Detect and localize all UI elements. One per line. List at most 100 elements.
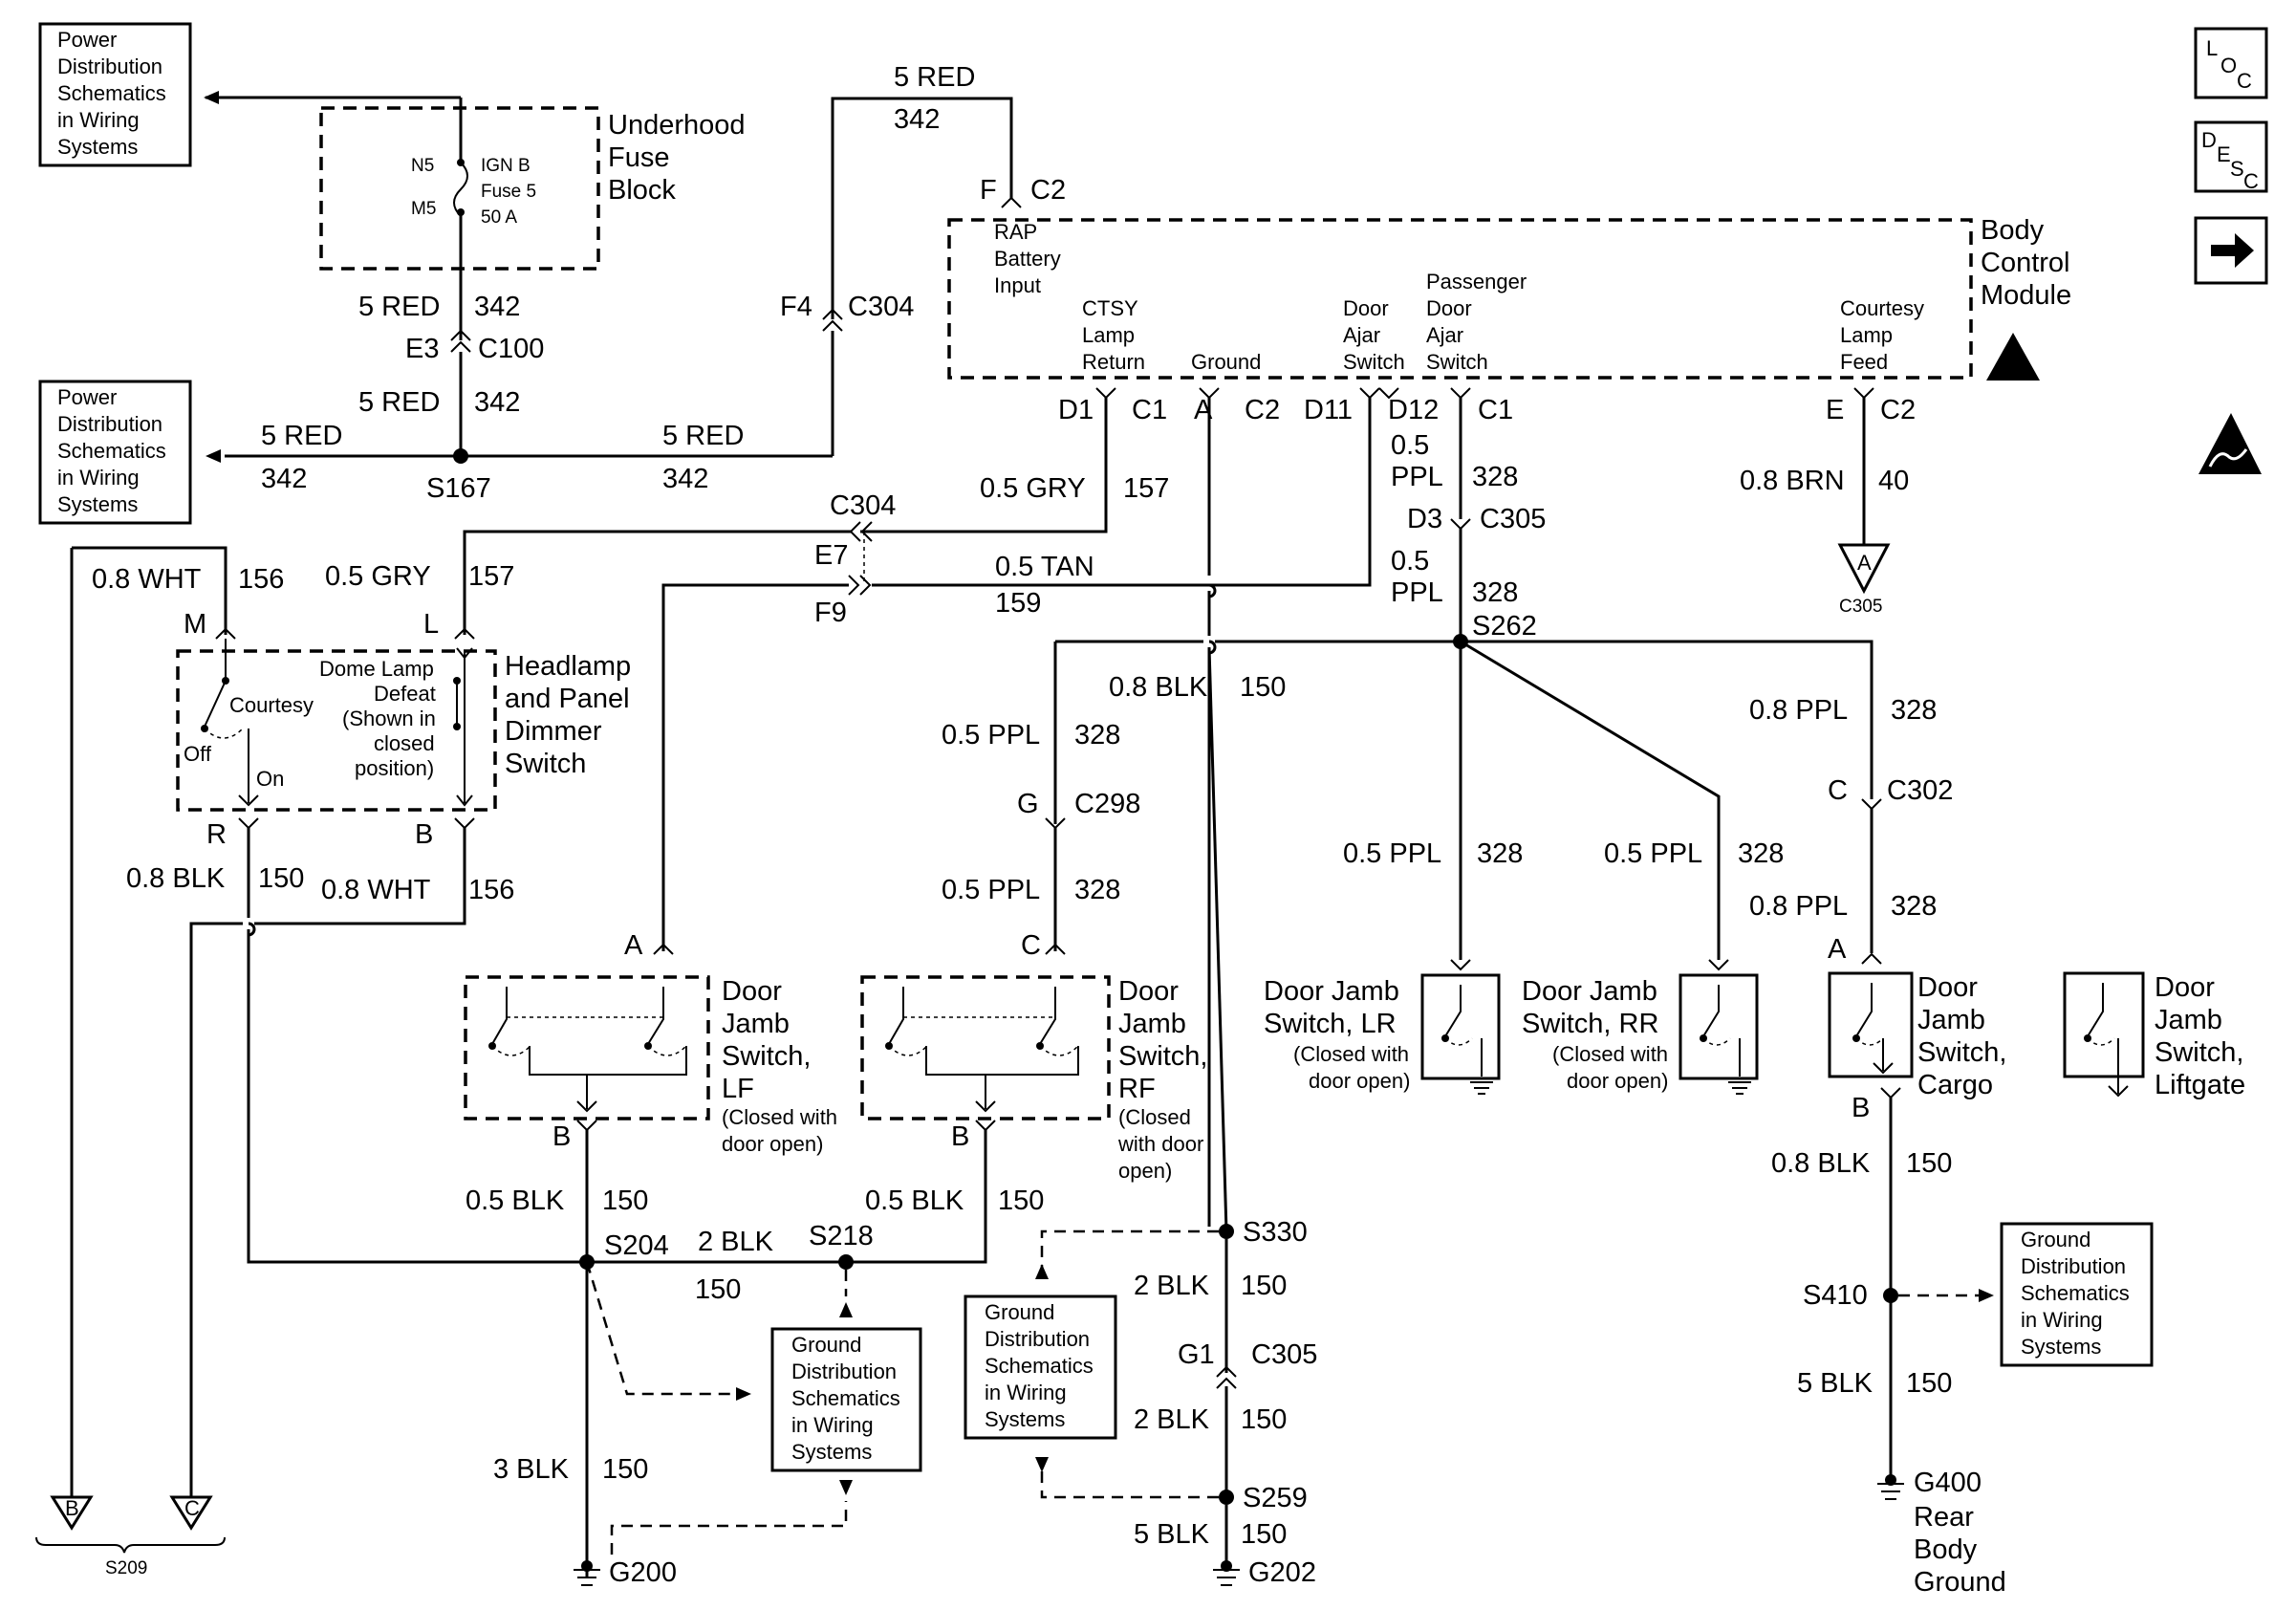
svg-text:328: 328 <box>1472 462 1518 492</box>
svg-text:S259: S259 <box>1243 1483 1308 1513</box>
svg-text:150: 150 <box>1906 1148 1952 1179</box>
svg-text:R: R <box>206 819 227 850</box>
splice-s218 <box>838 1254 854 1270</box>
svg-text:Ground: Ground <box>1914 1567 2006 1598</box>
svg-text:S410: S410 <box>1803 1280 1868 1311</box>
svg-text:in Wiring: in Wiring <box>791 1413 874 1437</box>
connector-b-s209 <box>50 1495 94 1531</box>
ground-dist-ref-left[interactable]: Ground Distribution Schematics in Wiring… <box>770 1327 922 1472</box>
dimmer-title: Headlamp <box>505 651 631 682</box>
svg-text:M5: M5 <box>411 199 436 219</box>
svg-text:150: 150 <box>998 1186 1044 1216</box>
svg-text:328: 328 <box>1472 577 1518 608</box>
ground-dist-ref-right[interactable]: Ground Distribution Schematics in Wiring… <box>2000 1222 2154 1367</box>
fuse-symbol-icon <box>453 162 468 217</box>
svg-text:Systems: Systems <box>2021 1335 2101 1359</box>
svg-text:F: F <box>980 175 997 206</box>
svg-text:Distribution: Distribution <box>791 1360 897 1383</box>
door-jamb-lf-title: Door <box>722 976 782 1007</box>
svg-text:0.5 PPL: 0.5 PPL <box>942 875 1040 905</box>
loc-icon[interactable]: L O C <box>2194 27 2268 99</box>
svg-text:342: 342 <box>474 387 520 418</box>
svg-text:M: M <box>184 609 206 640</box>
door-jamb-rr-title: Door Jamb <box>1522 976 1657 1007</box>
svg-text:(Closed with: (Closed with <box>1293 1042 1409 1066</box>
svg-text:L: L <box>2206 36 2218 60</box>
svg-text:in Wiring: in Wiring <box>57 466 140 490</box>
svg-text:S330: S330 <box>1243 1217 1308 1248</box>
svg-text:Schematics: Schematics <box>985 1354 1094 1378</box>
bcm-outline <box>947 218 1973 380</box>
svg-text:157: 157 <box>1123 473 1169 504</box>
svg-text:328: 328 <box>1891 695 1937 726</box>
svg-text:Courtesy: Courtesy <box>1840 296 1924 320</box>
svg-text:Lamp: Lamp <box>1082 323 1135 347</box>
svg-text:Battery: Battery <box>994 247 1061 271</box>
power-dist-ref-top[interactable]: Power Distribution Schematics in Wiring … <box>38 22 192 167</box>
svg-text:C304: C304 <box>830 490 896 521</box>
svg-text:0.8 WHT: 0.8 WHT <box>321 875 431 905</box>
splice-s410 <box>1883 1288 1898 1303</box>
svg-text:328: 328 <box>1074 875 1120 905</box>
svg-text:(Closed with: (Closed with <box>1552 1042 1668 1066</box>
svg-text:C: C <box>1021 930 1041 961</box>
next-arrow-icon[interactable] <box>2194 216 2268 285</box>
svg-text:(Closed with: (Closed with <box>722 1105 837 1129</box>
svg-text:0.5: 0.5 <box>1391 546 1429 577</box>
svg-text:LF: LF <box>722 1074 754 1104</box>
connector-c-s209 <box>169 1495 213 1531</box>
esd-warning-icon <box>2199 413 2262 474</box>
svg-text:Switch,: Switch, <box>2155 1037 2243 1068</box>
svg-text:S: S <box>2230 157 2244 181</box>
desc-icon[interactable]: D E S C <box>2194 120 2268 193</box>
connector-a-c305 <box>1837 543 1891 595</box>
svg-text:C: C <box>2237 69 2252 93</box>
svg-text:0.8 BLK: 0.8 BLK <box>126 863 226 894</box>
svg-text:Distribution: Distribution <box>985 1327 1090 1351</box>
svg-text:5 RED: 5 RED <box>662 421 744 451</box>
svg-text:328: 328 <box>1891 891 1937 922</box>
svg-text:156: 156 <box>468 875 514 905</box>
power-dist-ref-mid[interactable]: Power Distribution Schematics in Wiring … <box>38 380 192 525</box>
svg-text:342: 342 <box>662 464 708 494</box>
svg-text:150: 150 <box>1241 1271 1287 1301</box>
svg-text:Switch: Switch <box>505 749 586 779</box>
svg-text:Dimmer: Dimmer <box>505 716 602 747</box>
door-jamb-lr-title: Door Jamb <box>1264 976 1399 1007</box>
svg-text:D11: D11 <box>1304 395 1353 425</box>
svg-text:G1: G1 <box>1178 1339 1215 1370</box>
svg-text:0.5 PPL: 0.5 PPL <box>1343 838 1441 869</box>
svg-text:Schematics: Schematics <box>2021 1281 2130 1305</box>
svg-text:Defeat: Defeat <box>374 682 436 706</box>
ground-dist-ref-center[interactable]: Ground Distribution Schematics in Wiring… <box>964 1295 1117 1440</box>
svg-text:E7: E7 <box>814 540 848 571</box>
svg-text:0.8 PPL: 0.8 PPL <box>1749 891 1848 922</box>
svg-text:Cargo: Cargo <box>1917 1070 1993 1100</box>
svg-text:L: L <box>423 609 439 640</box>
svg-text:D: D <box>2201 128 2217 152</box>
svg-text:open): open) <box>1118 1159 1172 1183</box>
svg-text:S218: S218 <box>809 1221 874 1251</box>
svg-text:C: C <box>184 1496 200 1520</box>
svg-text:G400: G400 <box>1914 1468 1982 1498</box>
svg-text:A: A <box>1828 934 1847 965</box>
svg-text:Distribution: Distribution <box>2021 1254 2126 1278</box>
svg-text:S262: S262 <box>1472 611 1537 642</box>
svg-text:B: B <box>415 819 433 850</box>
svg-text:Switch: Switch <box>1343 350 1405 374</box>
door-jamb-cargo-title: Door <box>1917 972 1978 1003</box>
svg-text:E3: E3 <box>405 334 439 364</box>
svg-text:RF: RF <box>1118 1074 1156 1104</box>
svg-text:157: 157 <box>468 561 514 592</box>
svg-text:C305: C305 <box>1839 597 1882 617</box>
svg-text:150: 150 <box>1240 672 1286 703</box>
svg-text:C1: C1 <box>1478 395 1513 425</box>
svg-text:Systems: Systems <box>57 492 138 516</box>
svg-text:C2: C2 <box>1245 395 1280 425</box>
svg-text:Ground: Ground <box>2021 1228 2090 1251</box>
svg-text:150: 150 <box>695 1274 741 1305</box>
svg-text:Switch,: Switch, <box>1118 1041 1207 1072</box>
svg-text:S204: S204 <box>604 1230 669 1261</box>
svg-text:C305: C305 <box>1251 1339 1317 1370</box>
svg-text:in Wiring: in Wiring <box>985 1381 1067 1404</box>
